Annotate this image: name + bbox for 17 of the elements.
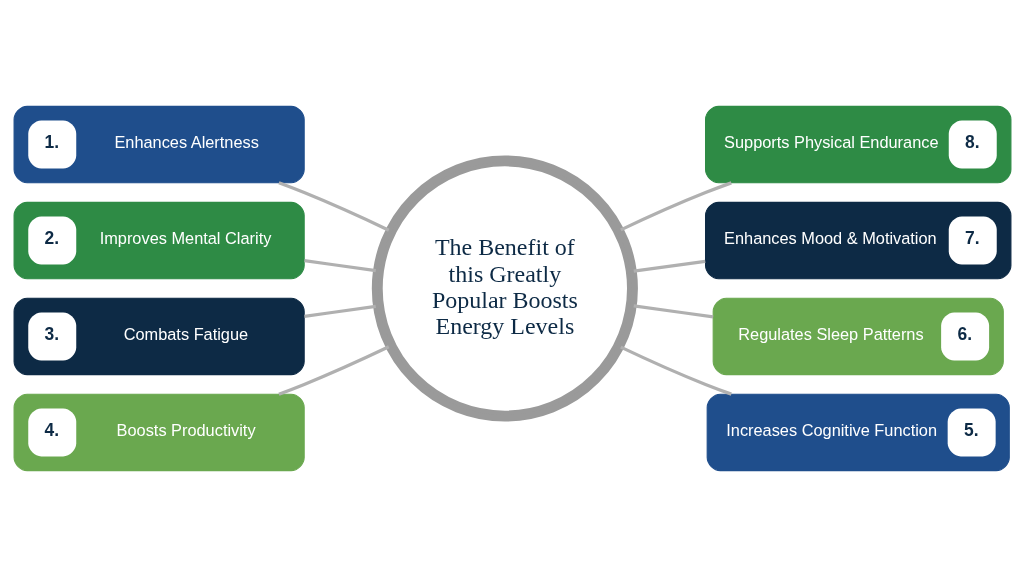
node-box: Regulates Sleep Patterns 6.	[712, 297, 1004, 375]
node-box: Increases Cognitive Function 5.	[706, 393, 1010, 471]
connector	[633, 303, 713, 318]
node-circle: The Benefit of this Greatly Popular Boosts Energy Levels	[371, 154, 638, 422]
connector	[619, 180, 732, 231]
node-box: 4. Boosts Productivity	[13, 393, 305, 471]
node-box: Enhances Mood & Motivation 7.	[704, 201, 1011, 279]
connector	[633, 259, 705, 273]
node-box: 2. Improves Mental Clarity	[13, 201, 305, 279]
connector	[303, 304, 376, 318]
connector	[303, 258, 376, 272]
node-box: 1. Enhances Alertness	[13, 105, 305, 183]
node-box: Supports Physical Endurance 8.	[704, 105, 1011, 183]
connector	[277, 180, 389, 232]
connector	[277, 344, 389, 396]
node-box: 3. Combats Fatigue	[13, 297, 305, 375]
connector	[619, 345, 732, 396]
